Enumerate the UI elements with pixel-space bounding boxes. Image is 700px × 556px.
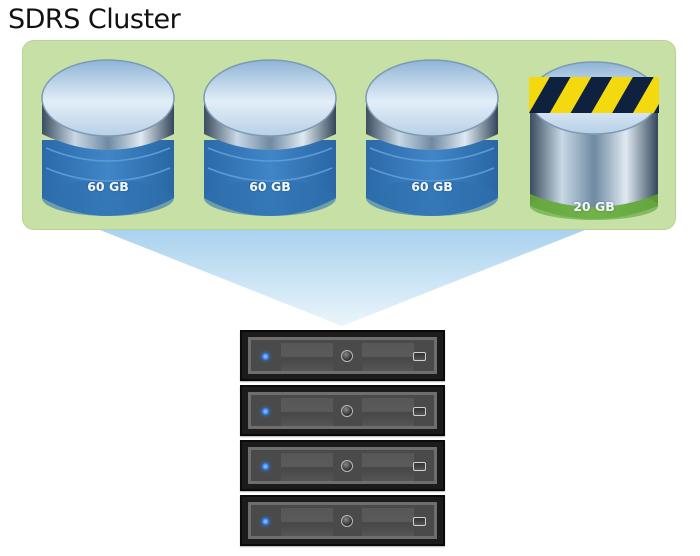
server-host[interactable]: [240, 495, 445, 546]
datastore-icon: [529, 61, 659, 220]
power-led-icon: [262, 408, 269, 415]
server-front-panel: [248, 447, 437, 484]
server-host[interactable]: [240, 440, 445, 491]
datastore-3[interactable]: 60 GB: [362, 48, 502, 224]
datastore-icon: [203, 59, 337, 216]
power-led-icon: [262, 518, 269, 525]
datastore-capacity-label: 20 GB: [573, 199, 615, 214]
power-button-icon: [341, 405, 353, 417]
power-button-icon: [341, 460, 353, 472]
usb-port-icon: [413, 517, 426, 526]
datastore-1[interactable]: 60 GB: [38, 48, 178, 224]
power-button-icon: [341, 350, 353, 362]
datastore-4[interactable]: 20 GB: [524, 48, 664, 224]
datastore-icon: [41, 59, 175, 216]
usb-port-icon: [413, 352, 426, 361]
drive-bay: [281, 508, 333, 536]
server-front-panel: [248, 392, 437, 429]
hazard-stripes-icon: [529, 77, 659, 113]
datastore-capacity-label: 60 GB: [87, 179, 129, 194]
datastore-2[interactable]: 60 GB: [200, 48, 340, 224]
drive-bay: [362, 398, 414, 426]
drive-bay: [281, 453, 333, 481]
server-host[interactable]: [240, 330, 445, 381]
usb-port-icon: [413, 462, 426, 471]
datastore-capacity-label: 60 GB: [249, 179, 291, 194]
drive-bay: [281, 398, 333, 426]
drive-bay: [362, 453, 414, 481]
power-button-icon: [341, 515, 353, 527]
server-front-panel: [248, 337, 437, 374]
drive-bay: [362, 508, 414, 536]
drive-bay: [281, 343, 333, 371]
server-host[interactable]: [240, 385, 445, 436]
power-led-icon: [262, 353, 269, 360]
datastore-capacity-label: 60 GB: [411, 179, 453, 194]
esxi-host-stack: [240, 330, 445, 550]
usb-port-icon: [413, 407, 426, 416]
datastore-icon: [365, 59, 499, 216]
page-title: SDRS Cluster: [8, 4, 181, 35]
drive-bay: [362, 343, 414, 371]
power-led-icon: [262, 463, 269, 470]
server-front-panel: [248, 502, 437, 539]
